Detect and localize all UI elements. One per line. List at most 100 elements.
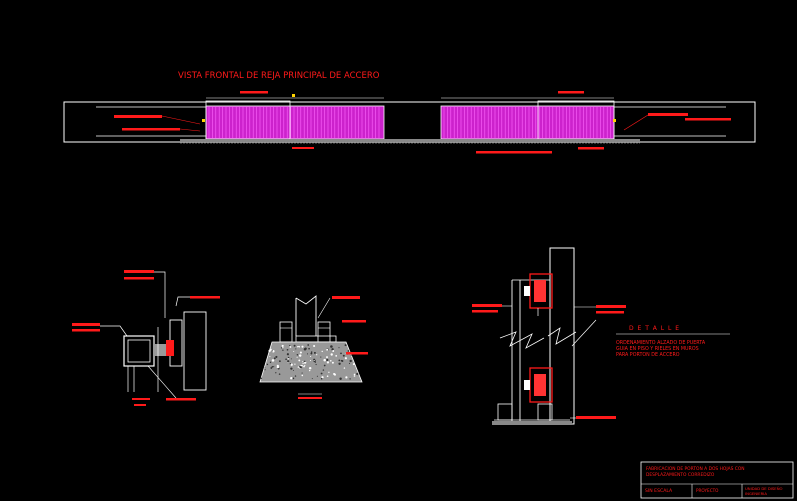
gravel-dot [322,369,325,371]
gravel-dot [290,363,293,366]
gravel-dot [293,344,296,347]
gravel-dot [353,375,356,377]
gravel-dot [293,350,295,353]
gate-leaf-left [205,97,385,140]
title-office-line-1: UNIDAD DE DISEÑO [745,486,783,491]
red-callout [476,151,552,154]
gravel-dot [326,361,330,364]
gravel-dot [304,347,307,350]
gravel-dot [335,355,338,357]
gravel-dot [280,347,283,349]
gravel-dot [323,358,326,362]
title-scale-label: SIN ESCALA [645,488,673,494]
gravel-dot [326,356,328,359]
gravel-dot [349,359,352,363]
gravel-dot [270,367,273,369]
gravel-dot [353,373,356,376]
gravel-dot [313,344,316,348]
gravel-dot [308,347,310,350]
gravel-dot [347,350,350,352]
gravel-dot [298,345,300,348]
gate-leaf-right [440,97,615,140]
gravel-dot [271,359,275,362]
gravel-dot [275,355,278,358]
gate-bars-right [443,107,611,138]
detail-floor-guide [259,295,368,399]
gravel-dot [299,351,302,354]
gravel-dot [338,362,341,365]
gravel-dot [342,354,345,357]
gravel-dot [344,357,347,360]
gravel-dot [316,354,318,356]
gravel-dot [331,348,334,351]
gravel-dot [309,359,312,362]
gravel-dot [289,344,291,347]
gravel-dot [303,365,305,368]
gravel-dot [338,359,341,362]
gravel-dot [326,375,329,377]
gravel-dot [331,361,334,364]
red-callout [114,115,162,118]
gravel-dot [282,346,284,349]
gravel-dot [290,367,293,370]
gravel-dot [313,351,316,354]
gravel-dot [302,362,304,365]
gravel-dot [292,377,295,380]
title-project-line-1: FABRICACION DE PORTON A DOS HOJAS CON [646,466,745,472]
gravel-dot [301,374,304,377]
detail-section-elevation: D E T A L L E ORDENAMIENTO ALZADO DE PUE… [472,247,730,425]
gravel-dot [326,348,329,351]
gravel-dot [264,367,266,369]
gravel-dot [271,350,273,352]
red-callout [122,128,180,131]
gravel-dot [309,369,311,372]
gravel-dot [287,356,290,359]
gravel-dot [320,356,322,358]
gravel-dot [301,361,304,363]
gravel-dot [289,346,292,348]
gravel-dot [301,345,304,348]
gravel-dot [273,366,275,368]
gravel-dot [310,355,312,358]
title-sheet-label: PROYECTO [696,488,719,493]
gravel-dot [332,350,335,352]
gravel-dot [348,362,351,365]
gravel-dot [294,363,296,365]
gravel-dot [296,353,299,356]
gravel-dot [338,347,340,349]
concrete-gravel [260,344,359,381]
gravel-dot [308,366,312,370]
gravel-dot [275,372,277,374]
gravel-dot [299,366,302,369]
gravel-dot [269,348,272,351]
gravel-dot [304,360,306,363]
gravel-dot [301,372,303,374]
title-block: FABRICACION DE PORTON A DOS HOJAS CON DE… [640,461,794,499]
gravel-dot [313,359,315,362]
gravel-dot [323,364,326,367]
detail-line-1: ORDENAMIENTO ALZADO DE PUERTA [616,340,706,346]
red-callout [558,91,584,94]
gravel-dot [266,363,269,366]
gravel-dot [278,373,281,375]
gravel-dot [356,372,359,376]
gravel-dot [298,359,301,362]
detail-line-3: PARA PORTON DE ACCERO [616,352,680,358]
front-view-title: VISTA FRONTAL DE REJA PRINCIPAL DE ACCER… [178,71,380,81]
gravel-dot [269,361,272,364]
gravel-dot [326,358,329,362]
gravel-dot [340,359,343,362]
detail-line-2: GUIA EN PISO Y RIELES EN MUROS [616,346,699,352]
gravel-dot [340,352,342,355]
gravel-dot [307,344,310,346]
gravel-dot [281,344,284,347]
gravel-dot [316,375,318,377]
gravel-dot [306,353,309,355]
gravel-dot [311,378,313,380]
detail-heading: D E T A L L E [629,325,680,332]
red-callout [578,147,604,150]
gravel-dot [286,348,289,351]
gravel-dot [271,365,274,368]
gravel-dot [264,369,266,371]
gravel-dot [321,350,323,353]
